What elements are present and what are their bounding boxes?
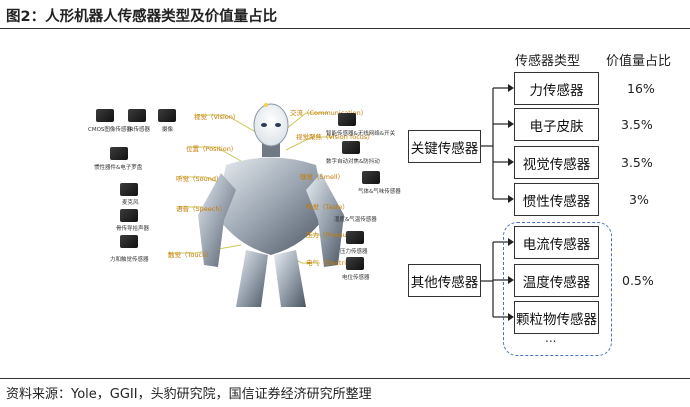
sense-tag: 视觉聚焦（Vision focus） [296,133,374,141]
pressure-sensor-icon [346,231,364,244]
key-sensors-group: 关键传感器 [408,130,481,163]
bottom-rule [0,378,690,379]
component-caption: 压力传感器 [340,249,368,255]
component-caption: 智能传感器&无线网络&开关 [326,131,396,137]
figure-title: 图2：人形机器人传感器类型及价值量占比 [6,9,278,25]
potential-sensor-icon [346,257,364,270]
force-sensor-box: 力传感器 [514,72,599,105]
other-sensors-dashed-frame [503,222,612,356]
humanoid-robot-icon [168,103,344,307]
inertial-sensor-share: 3% [629,192,649,207]
gas-sensor-icon [362,171,380,184]
component-caption: 湿度&气温传感器 [334,217,377,223]
current-sensor-box: 电流传感器 [514,226,599,259]
component-caption: 麦克风 [122,200,139,206]
vision-sensor-share: 3.5% [621,155,653,170]
other-sensors-share: 0.5% [622,273,654,288]
electronic-skin-box: 电子皮肤 [514,108,599,141]
component-caption: 电位传感器 [342,275,370,281]
sense-tag: 视觉（Vision） [194,113,240,121]
autofocus-icon [342,141,360,154]
electronic-skin-share: 3.5% [621,117,653,132]
component-caption: 数字自动对焦&防抖动 [326,159,380,165]
component-caption: CMOS图像传感器 [88,127,132,133]
component-caption: 骨传导拾声器 [116,226,150,232]
bone-conduction-icon [120,209,138,222]
sense-tag: 触觉（Touch） [168,251,213,259]
particulate-sensor-box: 颗粒物传感器 [514,301,599,334]
sense-tag: 嗅觉（Smell） [300,173,345,181]
component-caption: IR传感器 [128,127,150,133]
sense-tag: 位置（Position） [186,145,238,153]
temperature-sensor-box: 温度传感器 [514,264,599,297]
other-sensors-group: 其他传感器 [408,264,481,297]
force-sensor-share: 16% [627,81,655,96]
component-caption: 气体&气味传感器 [358,189,401,195]
sense-tag: 听觉（Sound） [176,175,223,183]
sense-tag: 电气（Electrical） [306,259,362,267]
camera-module-icon [158,109,176,122]
sense-tag: 语音（Speech） [176,205,226,213]
vision-sensor-box: 视觉传感器 [514,146,599,179]
source-note: 资料来源：Yole，GGII，头豹研究院，国信证券经济研究所整理 [6,387,372,402]
robot-illustration: CMOS图像传感器 IR传感器 摄像 惯性器件&电子罗盘 麦克风 骨传导拾声器 … [76,95,401,307]
smart-sensor-icon [338,113,356,126]
microphone-icon [120,183,138,196]
sense-tag: 压力（Pressure） [306,231,360,239]
cmos-sensor-icon [96,109,114,122]
header-value-share: 价值量占比 [606,54,672,69]
component-caption: 力和触觉传感器 [110,257,149,263]
ir-sensor-icon [128,109,146,122]
header-sensor-type: 传感器类型 [515,54,581,69]
sense-tag: 味觉（Taste） [306,203,349,211]
inertial-device-icon [110,147,128,160]
component-caption: 惯性器件&电子罗盘 [94,165,143,171]
tactile-sensor-icon [120,235,138,248]
component-caption: 摄像 [162,127,174,133]
inertial-sensor-box: 惯性传感器 [514,183,599,216]
sense-tag: 交流（Communication） [290,109,368,117]
more-ellipsis: ... [545,331,557,345]
top-rule [0,28,690,29]
